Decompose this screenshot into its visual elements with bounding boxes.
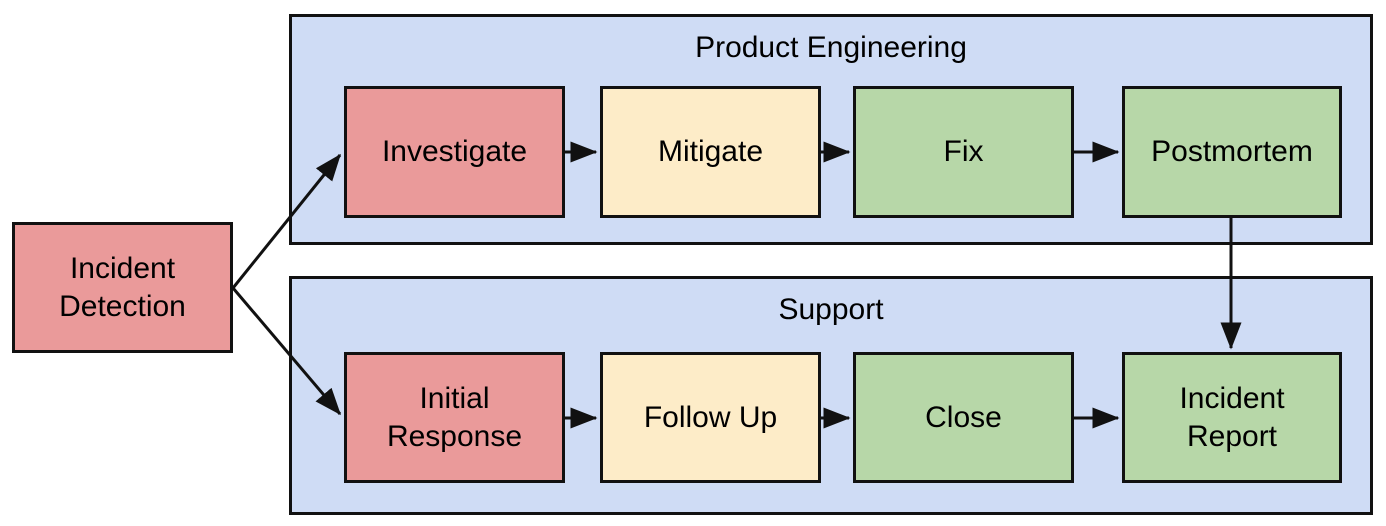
node-investigate[interactable]: Investigate bbox=[344, 86, 565, 218]
node-initial-response[interactable]: Initial Response bbox=[344, 352, 565, 483]
node-label-incident-report: Incident Report bbox=[1179, 381, 1285, 453]
node-label-postmortem: Postmortem bbox=[1151, 135, 1313, 168]
node-label-investigate: Investigate bbox=[381, 135, 528, 168]
node-incident-report[interactable]: Incident Report bbox=[1122, 352, 1342, 483]
node-mitigate[interactable]: Mitigate bbox=[600, 86, 821, 218]
node-follow-up[interactable]: Follow Up bbox=[600, 352, 821, 483]
node-label-close: Close bbox=[925, 400, 1002, 434]
node-fix[interactable]: Fix bbox=[853, 86, 1074, 218]
swimlane-title-support: Support bbox=[778, 293, 884, 326]
node-label-initial-response: Initial Response bbox=[386, 381, 523, 453]
node-postmortem[interactable]: Postmortem bbox=[1122, 86, 1342, 218]
node-label-follow-up: Follow Up bbox=[643, 400, 778, 434]
swimlane-title-product-engineering: Product Engineering bbox=[695, 31, 967, 64]
node-label-mitigate: Mitigate bbox=[657, 135, 764, 168]
node-close[interactable]: Close bbox=[853, 352, 1074, 483]
node-label-fix: Fix bbox=[943, 135, 984, 168]
node-label-incident-detection: Incident Detection bbox=[59, 251, 186, 323]
node-incident-detection[interactable]: Incident Detection bbox=[12, 222, 233, 353]
